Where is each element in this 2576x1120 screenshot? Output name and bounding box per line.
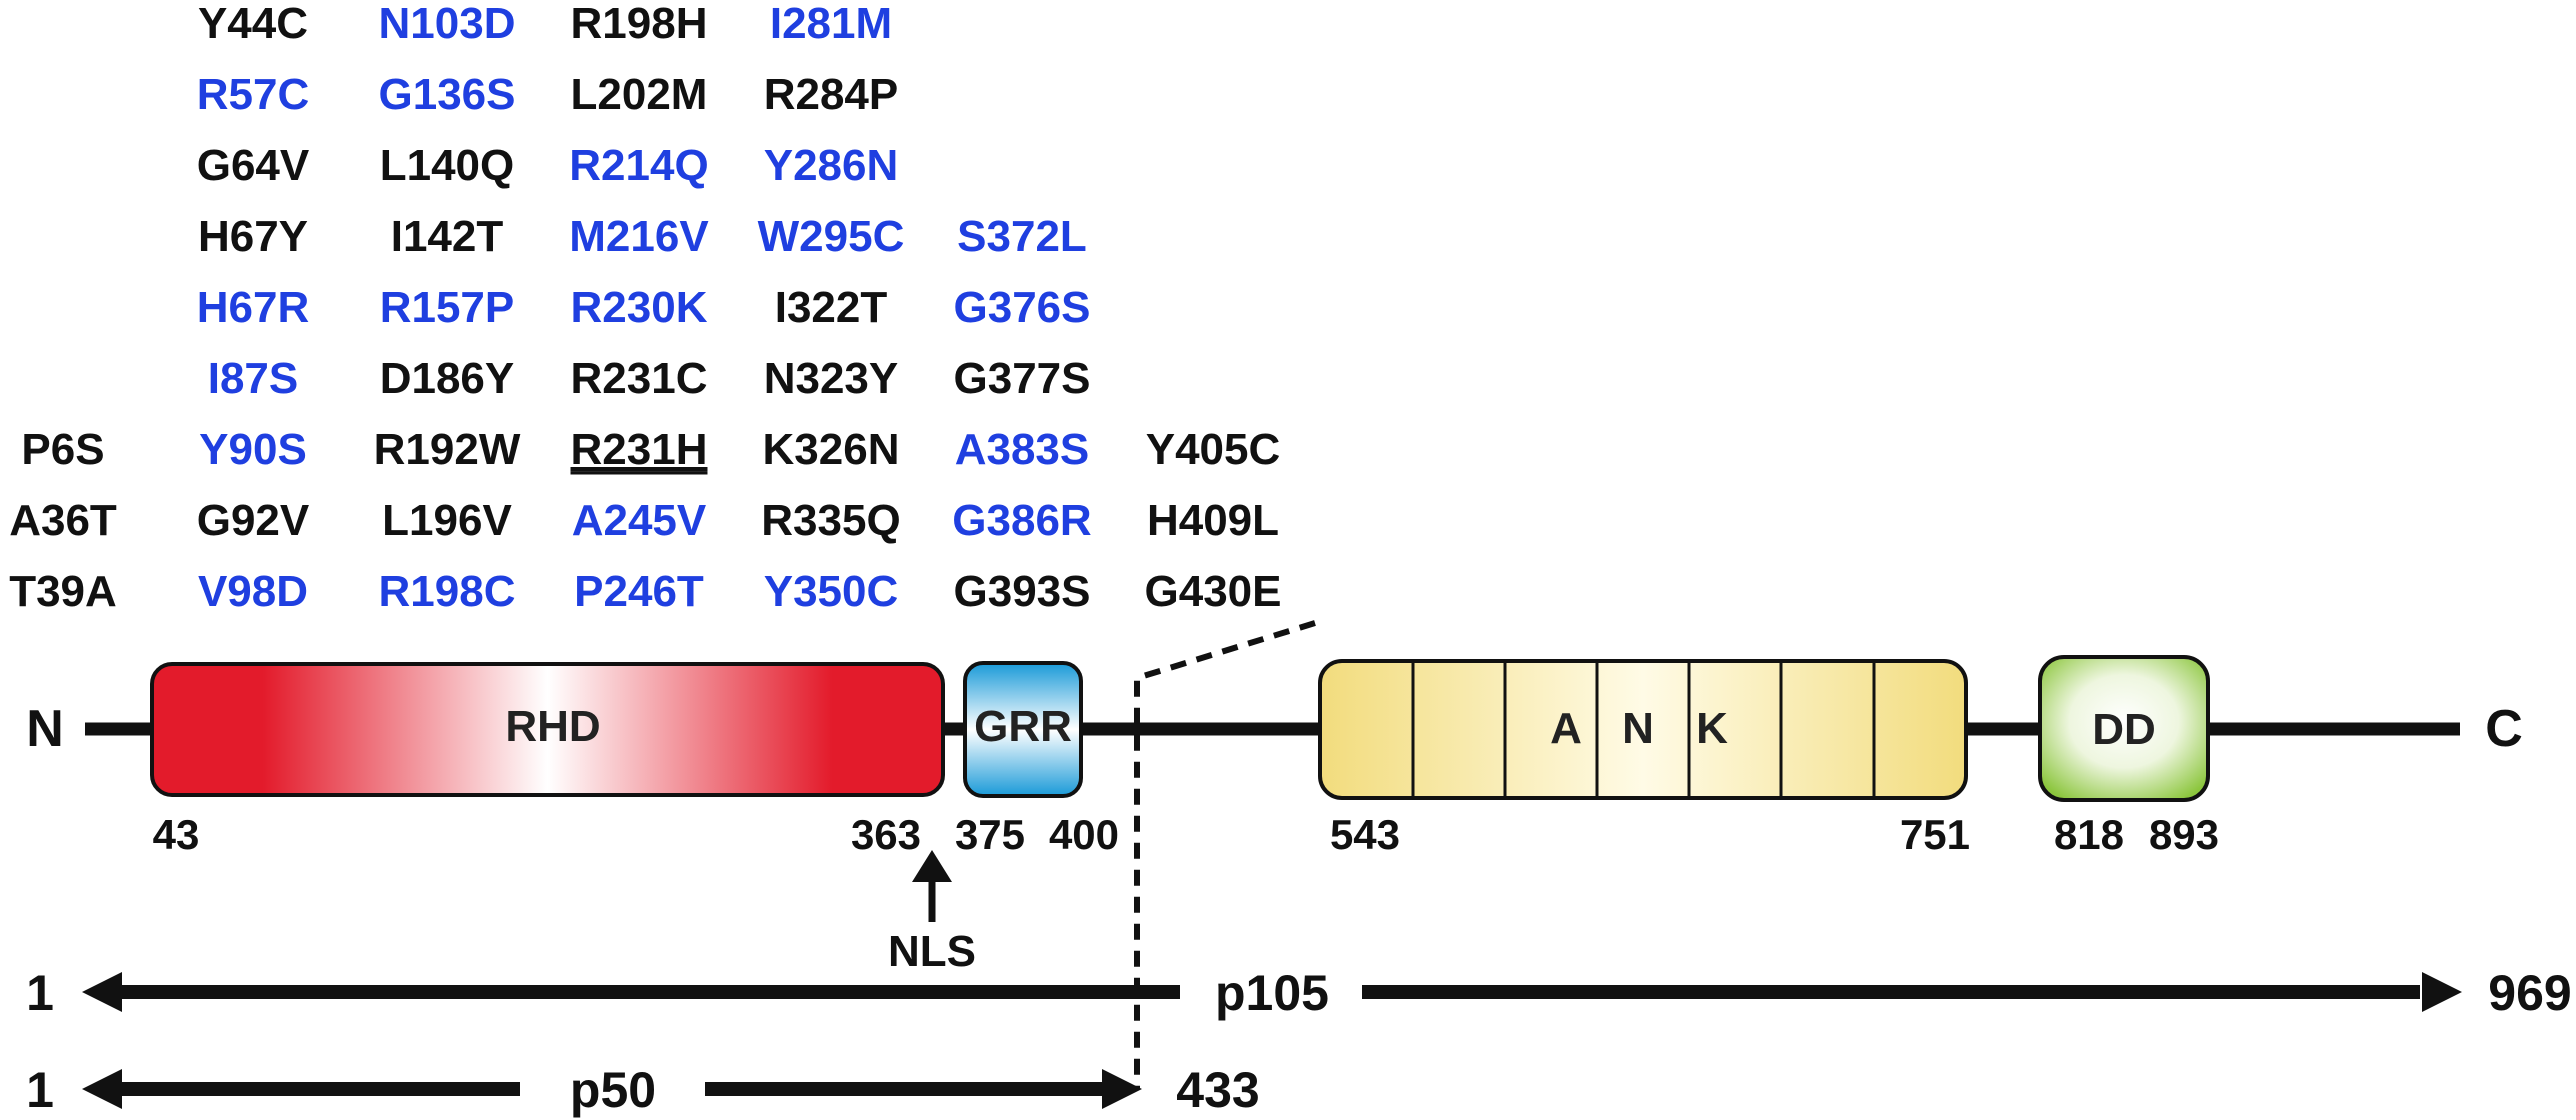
p50-end-label: 433 — [1176, 1062, 1259, 1118]
mutation-label: Y286N — [764, 141, 899, 190]
ank-letter-a: A — [1550, 704, 1582, 753]
dd-end-position: 893 — [2149, 811, 2219, 858]
mutation-label: G430E — [1145, 567, 1282, 616]
mutation-label: G376S — [954, 283, 1091, 332]
mutation-label: P246T — [574, 567, 704, 616]
mutation-label: D186Y — [380, 354, 515, 403]
mutation-label: I281M — [770, 0, 892, 48]
mutation-label: R231C — [571, 354, 708, 403]
rhd-end-position: 363 — [851, 811, 921, 858]
ank-letter-n: N — [1622, 704, 1654, 753]
grr-start-position: 375 — [955, 811, 1025, 858]
mutation-label: L140Q — [380, 141, 515, 190]
n-terminus-label: N — [26, 700, 64, 758]
mutation-label: L202M — [571, 70, 708, 119]
mutation-label: G92V — [197, 496, 310, 545]
mutation-label: I87S — [208, 354, 299, 403]
mutation-label: M216V — [569, 212, 709, 261]
nls-arrow — [912, 850, 952, 922]
p105-label: p105 — [1215, 965, 1329, 1021]
mutation-label: P6S — [21, 425, 104, 474]
grr-end-position: 400 — [1049, 811, 1119, 858]
mutation-list: P6S A36T T39A Y44C R57C G64V H67Y H67R I87S Y90S G… — [9, 0, 1281, 616]
mutation-label: G377S — [954, 354, 1091, 403]
p50-arrow — [82, 1069, 1142, 1109]
mutation-label: G64V — [197, 141, 310, 190]
mutation-label: I322T — [775, 283, 888, 332]
mutation-label: Y350C — [764, 567, 899, 616]
p105-end-label: 969 — [2488, 965, 2571, 1021]
mutation-label: A383S — [955, 425, 1090, 474]
mutation-label: V98D — [198, 567, 308, 616]
mutation-label: Y90S — [199, 425, 307, 474]
mutation-label: R230K — [571, 283, 708, 332]
ank-start-position: 543 — [1330, 811, 1400, 858]
c-terminus-label: C — [2485, 700, 2523, 758]
mutation-label: R198C — [379, 567, 516, 616]
grr-domain — [963, 661, 1083, 798]
mutation-label: R157P — [380, 283, 515, 332]
mutation-label: N323Y — [764, 354, 899, 403]
mutation-label: Y44C — [198, 0, 308, 48]
mutation-label: G136S — [379, 70, 516, 119]
dd-domain — [2038, 655, 2210, 802]
mutation-label: R284P — [764, 70, 899, 119]
nls-label: NLS — [888, 927, 976, 976]
ank-domain — [1318, 659, 1968, 800]
mutation-label: R198H — [571, 0, 708, 48]
ank-end-position: 751 — [1900, 811, 1970, 858]
grr-label: GRR — [974, 702, 1072, 751]
mutation-label: I142T — [391, 212, 504, 261]
rhd-start-position: 43 — [153, 811, 200, 858]
mutation-label: H409L — [1147, 496, 1279, 545]
mutation-label: R335Q — [761, 496, 900, 545]
ank-repeat-dividers — [1411, 661, 1876, 798]
mutation-label: G393S — [954, 567, 1091, 616]
p105-start-label: 1 — [26, 965, 54, 1021]
mutation-label: R214Q — [569, 141, 708, 190]
mutation-label: A245V — [572, 496, 707, 545]
mutation-label: R231H — [571, 425, 708, 474]
mutation-label: K326N — [763, 425, 900, 474]
mutation-label: R57C — [197, 70, 310, 119]
mutation-label: L196V — [382, 496, 512, 545]
p50-label: p50 — [570, 1062, 656, 1118]
mutation-label: A36T — [9, 496, 117, 545]
p50-start-label: 1 — [26, 1062, 54, 1118]
dd-label: DD — [2092, 705, 2156, 754]
ank-letter-k: K — [1696, 704, 1728, 753]
mutation-label: H67Y — [198, 212, 308, 261]
dd-start-position: 818 — [2054, 811, 2124, 858]
mutation-label: R192W — [374, 425, 521, 474]
mutation-label: G386R — [952, 496, 1091, 545]
p50-cleavage-dashed-line — [1134, 620, 1316, 1088]
rhd-label: RHD — [505, 702, 600, 751]
mutation-label: T39A — [9, 567, 117, 616]
mutation-label: N103D — [379, 0, 516, 48]
mutation-label: W295C — [758, 212, 905, 261]
mutation-label: S372L — [957, 212, 1087, 261]
p105-arrow — [82, 972, 2462, 1012]
rhd-domain — [150, 662, 945, 797]
mutation-label: Y405C — [1146, 425, 1281, 474]
mutation-label: H67R — [197, 283, 310, 332]
